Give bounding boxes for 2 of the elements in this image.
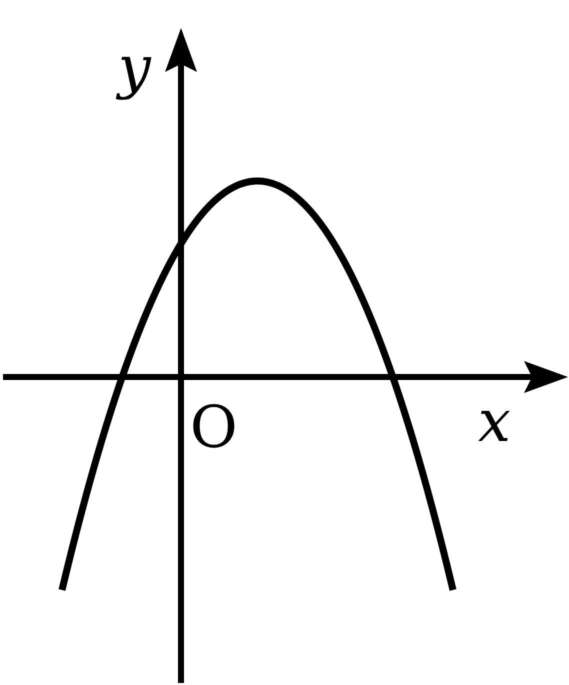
- axis-label: x: [478, 392, 511, 450]
- origin-label: O: [190, 398, 238, 456]
